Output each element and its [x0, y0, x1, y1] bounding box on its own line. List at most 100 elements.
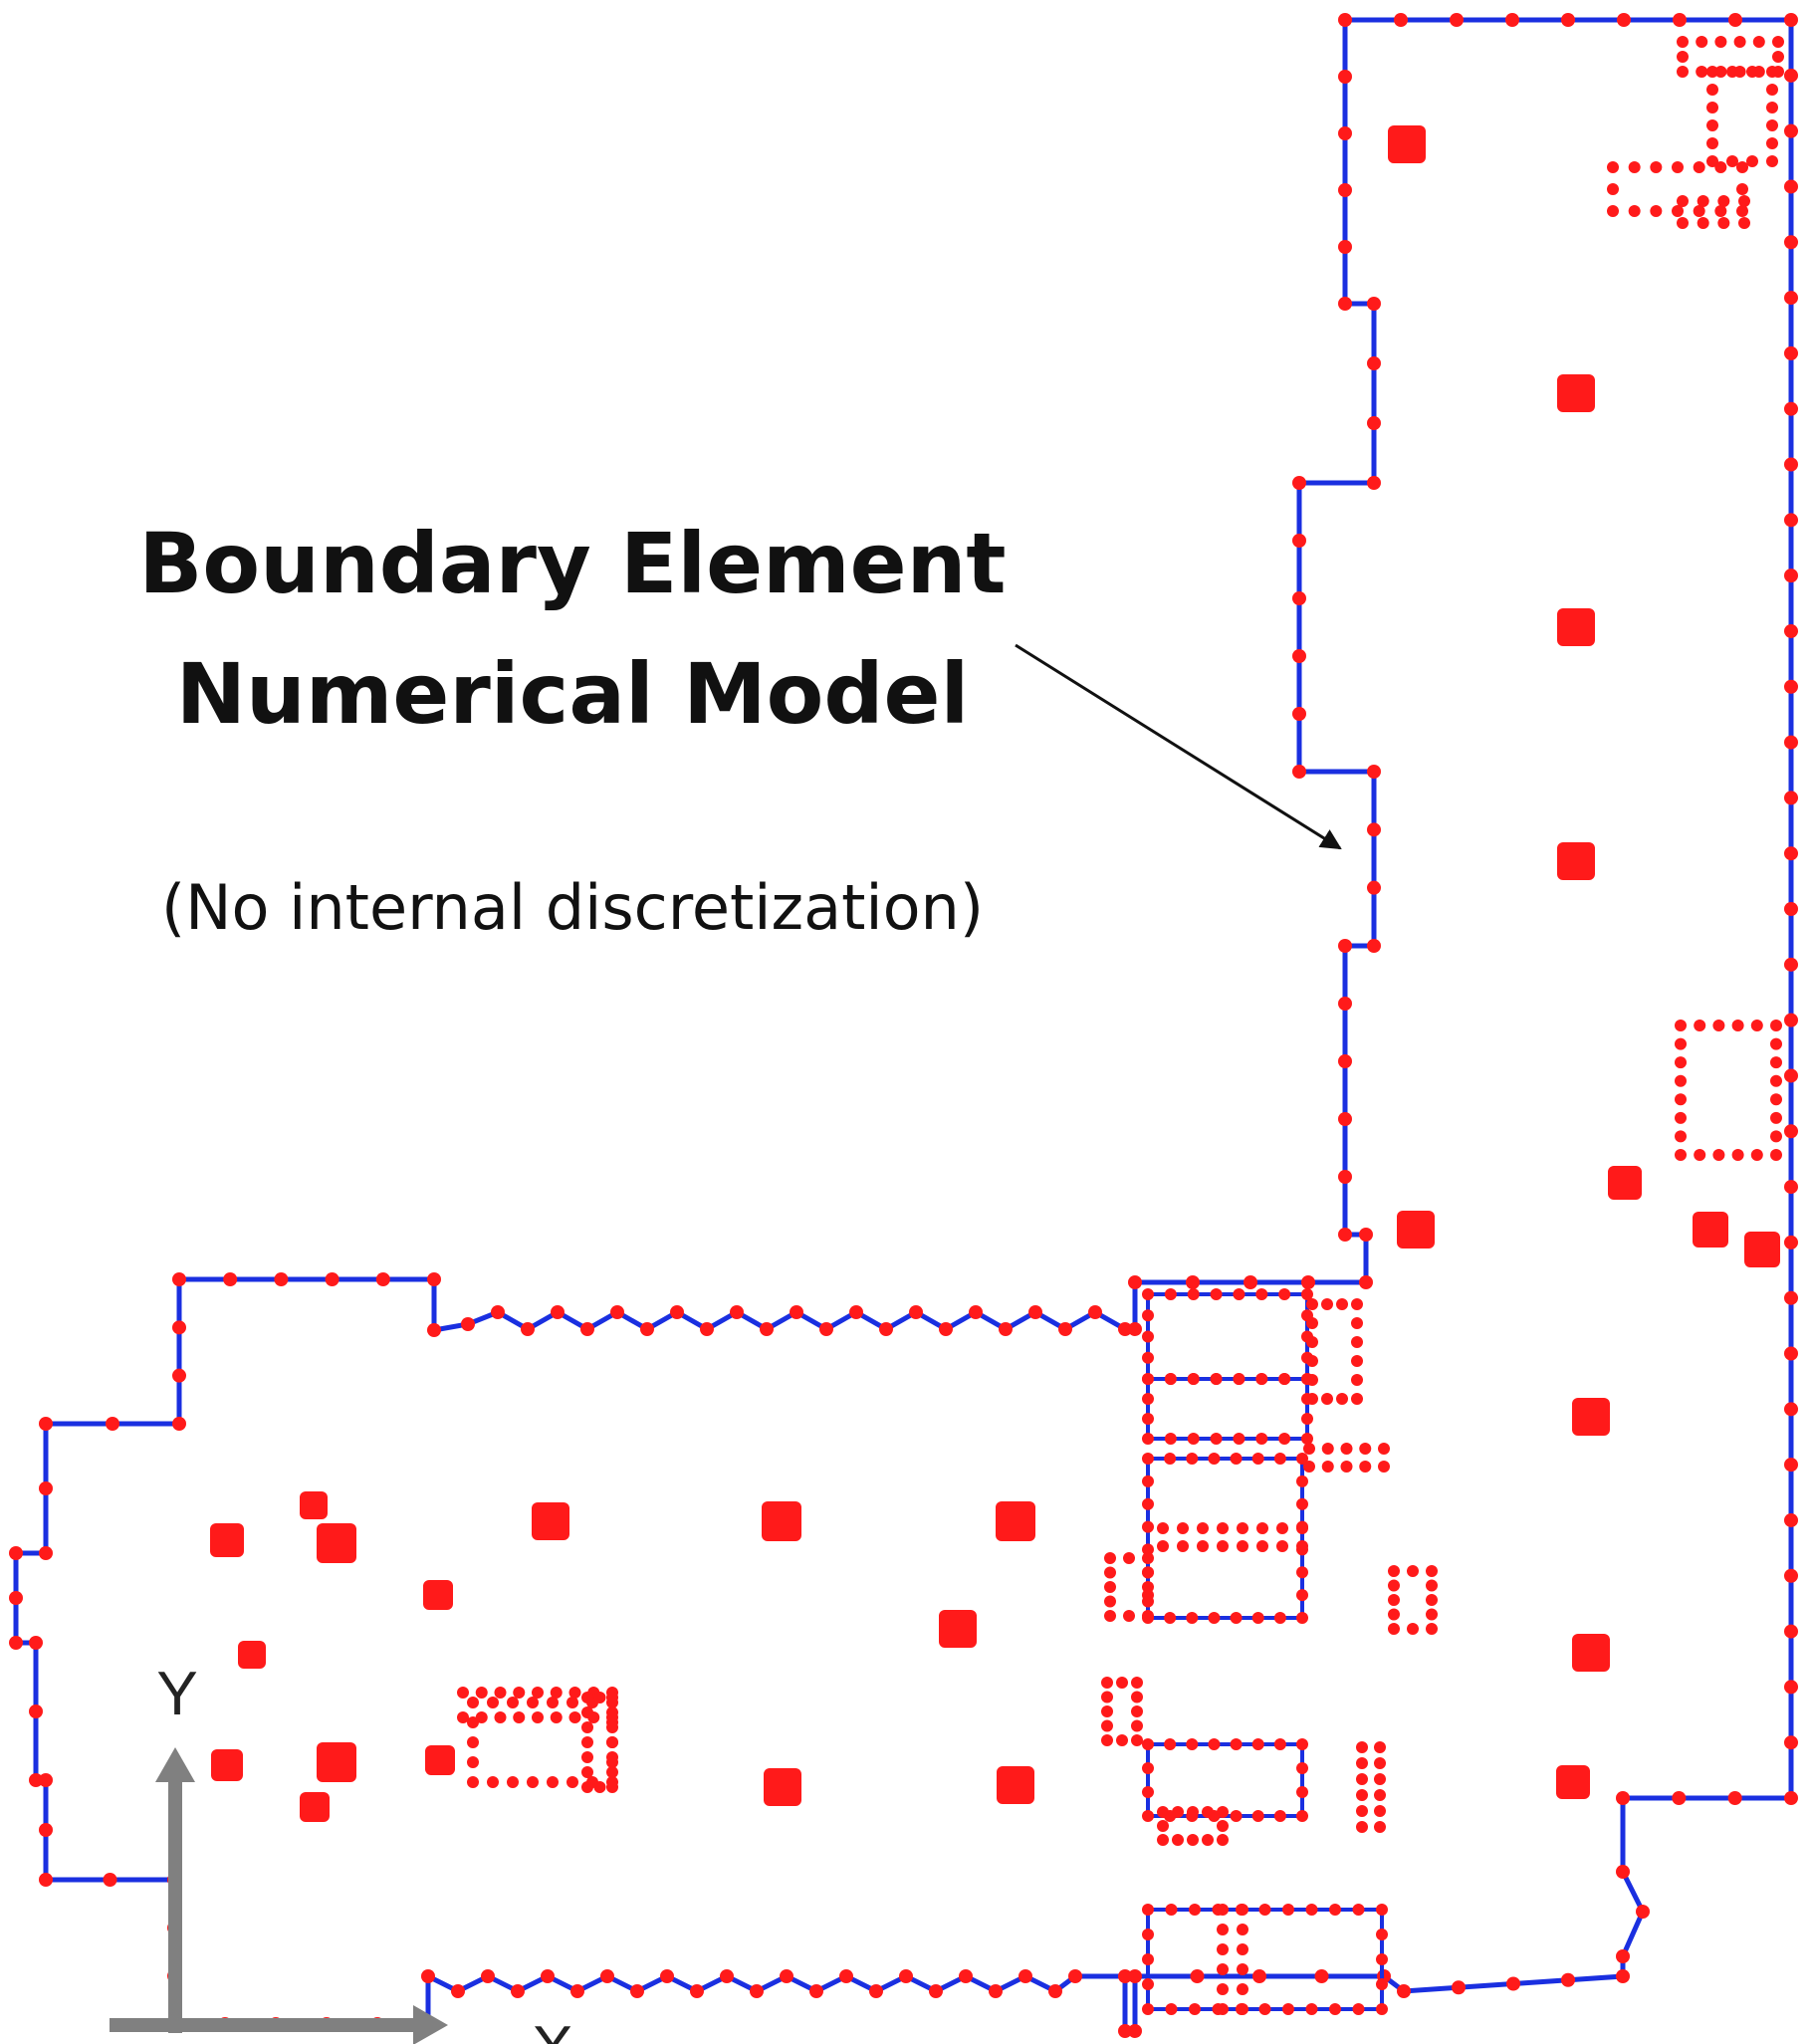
opening-outline: [1607, 161, 1748, 217]
boundary-node: [1784, 1290, 1798, 1305]
boundary-node: [1784, 123, 1798, 138]
boundary-node: [494, 1711, 507, 1723]
boundary-node: [513, 1687, 526, 1699]
boundary-node: [1230, 1738, 1243, 1750]
boundary-node: [1784, 179, 1798, 194]
boundary-node: [1677, 51, 1689, 63]
pointer-arrow: [1015, 643, 1342, 850]
boundary-node: [580, 1322, 594, 1336]
coordinate-axes: Y X: [110, 1660, 573, 2044]
boundary-node: [1376, 1953, 1388, 1965]
boundary-node: [1376, 1904, 1388, 1916]
opening-outline: [1142, 1288, 1313, 1385]
boundary-node: [1426, 1565, 1438, 1577]
boundary-node: [1675, 1056, 1687, 1069]
boundary-node: [581, 1751, 593, 1763]
opening-outline: [1675, 1020, 1782, 1161]
boundary-node: [780, 1969, 793, 1983]
boundary-node: [1750, 1149, 1763, 1161]
boundary-node: [1770, 1037, 1782, 1050]
boundary-node: [1450, 13, 1464, 27]
boundary-node: [467, 1736, 479, 1748]
column-block: [317, 1742, 356, 1782]
boundary-node: [475, 1711, 488, 1723]
boundary-node: [1296, 1475, 1308, 1487]
boundary-node: [1672, 161, 1684, 173]
boundary-node: [1128, 1969, 1142, 1983]
boundary-node: [1028, 1305, 1042, 1319]
boundary-node: [1233, 1433, 1245, 1445]
boundary-node: [1128, 1275, 1142, 1289]
boundary-node: [1292, 476, 1306, 490]
boundary-node: [39, 1481, 53, 1495]
boundary-node: [581, 1692, 593, 1703]
boundary-node: [461, 1317, 475, 1331]
boundary-node: [1736, 161, 1748, 173]
boundary-node: [1142, 1978, 1154, 1990]
boundary-node: [1766, 102, 1778, 114]
boundary-node: [581, 1766, 593, 1778]
boundary-node: [1217, 2003, 1229, 2015]
boundary-node: [1296, 1522, 1308, 1534]
boundary-node: [570, 1984, 584, 1998]
boundary-node: [427, 1272, 441, 1286]
boundary-node: [1208, 1453, 1221, 1465]
boundary-node: [1367, 416, 1381, 430]
boundary-node: [1157, 1540, 1169, 1552]
boundary-node: [1426, 1623, 1438, 1635]
boundary-node: [1367, 476, 1381, 490]
boundary-node: [1088, 1305, 1102, 1319]
boundary-node: [1770, 1111, 1782, 1124]
boundary-node: [1738, 195, 1750, 207]
boundary-node: [1397, 1984, 1411, 1998]
boundary-node: [1142, 1543, 1154, 1556]
column-block: [210, 1523, 244, 1557]
boundary-node: [1131, 1691, 1143, 1703]
boundary-node: [1104, 1552, 1116, 1564]
boundary-node: [819, 1322, 833, 1336]
boundary-node: [1142, 1453, 1154, 1465]
boundary-node: [511, 1984, 525, 1998]
boundary-node: [1142, 1288, 1154, 1300]
column-block: [1397, 1211, 1435, 1249]
boundary-node: [1329, 1904, 1341, 1916]
opening-outline: [1388, 1565, 1438, 1635]
boundary-node: [1766, 155, 1778, 167]
boundary-node: [532, 1711, 544, 1723]
boundary-node: [1351, 1298, 1363, 1310]
boundary-node: [1305, 2003, 1318, 2015]
boundary-node: [1338, 13, 1352, 27]
boundary-node: [1273, 1453, 1286, 1465]
boundary-node: [1452, 1980, 1466, 1995]
boundary-node: [1197, 1540, 1209, 1552]
boundary-node: [1607, 205, 1619, 217]
boundary-node: [1407, 1565, 1419, 1577]
boundary-node: [1256, 1540, 1268, 1552]
boundary-node: [1784, 846, 1798, 861]
boundary-node: [1356, 1757, 1368, 1769]
boundary-node: [1784, 1568, 1798, 1583]
boundary-node: [1296, 1497, 1308, 1510]
opening-outline: [1142, 1373, 1313, 1445]
boundary-node: [690, 1984, 704, 1998]
boundary-node: [1770, 1056, 1782, 1069]
boundary-node: [1217, 1820, 1229, 1832]
boundary-node: [1351, 1374, 1363, 1386]
boundary-node: [581, 1721, 593, 1733]
boundary-node: [39, 1773, 53, 1787]
boundary-node: [1230, 1453, 1243, 1465]
boundary-node: [1202, 1834, 1214, 1846]
boundary-node: [1746, 155, 1758, 167]
boundary-node: [1706, 155, 1718, 167]
boundary-node: [1237, 1963, 1248, 1975]
boundary-node: [1677, 195, 1689, 207]
boundary-node: [1712, 1149, 1725, 1161]
boundary-node: [1116, 1677, 1128, 1689]
boundary-node: [1650, 161, 1663, 173]
boundary-node: [1359, 1443, 1372, 1455]
boundary-node: [1208, 1612, 1221, 1624]
boundary-node: [899, 1969, 913, 1983]
boundary-node: [1104, 1581, 1116, 1593]
boundary-node: [29, 1773, 43, 1787]
boundary-node: [1784, 513, 1798, 528]
